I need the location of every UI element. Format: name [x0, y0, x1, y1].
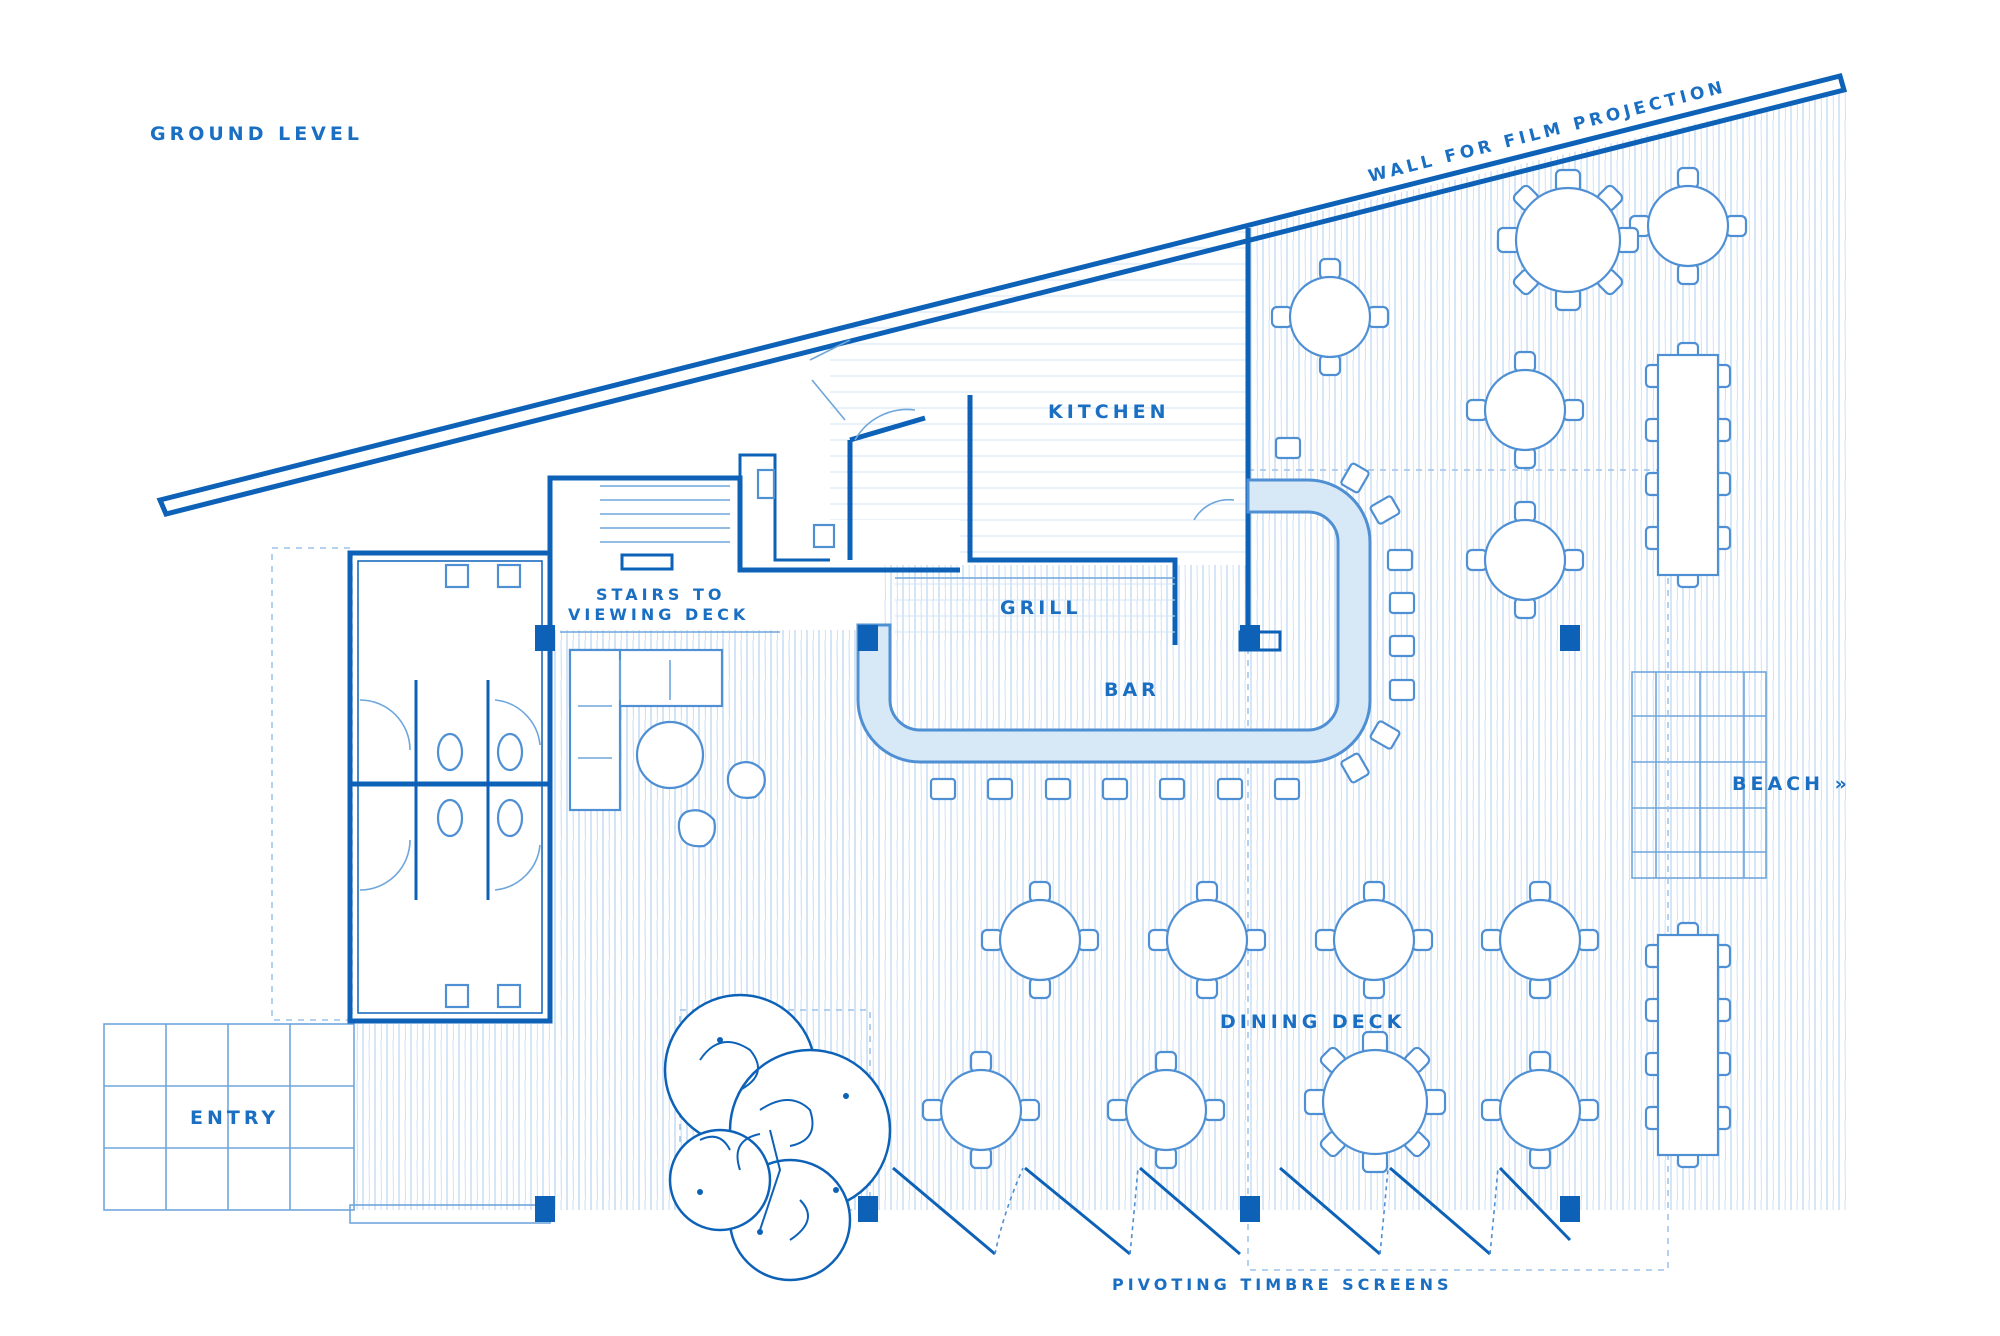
- washrooms: [347, 550, 553, 1024]
- beach-boardwalk: [1631, 671, 1767, 879]
- plan-title: GROUND LEVEL: [150, 123, 363, 145]
- bar-label: BAR: [1104, 679, 1160, 701]
- beach-label: BEACH »: [1732, 773, 1851, 795]
- pivoting-screens: [892, 1166, 1572, 1256]
- kitchen-label: KITCHEN: [1048, 401, 1169, 423]
- grill-zone: [895, 577, 1175, 636]
- kitchen-floor: [830, 228, 1248, 560]
- bar-counter: [856, 478, 1372, 764]
- stairs-label-line1: STAIRS TO: [596, 585, 725, 604]
- kitchen-walls: [738, 238, 1282, 652]
- structural-posts: [535, 625, 1580, 1222]
- entry-paving: [103, 1023, 550, 1211]
- grill-label: GRILL: [1000, 597, 1082, 619]
- screens-label: PIVOTING TIMBRE SCREENS: [1112, 1275, 1453, 1294]
- entry-label: ENTRY: [190, 1107, 279, 1129]
- dining-deck-label: DINING DECK: [1220, 1011, 1405, 1033]
- stairs-label-line2: VIEWING DECK: [568, 605, 749, 624]
- tree-canopy: [663, 993, 892, 1282]
- lounge-sofa: [568, 648, 766, 848]
